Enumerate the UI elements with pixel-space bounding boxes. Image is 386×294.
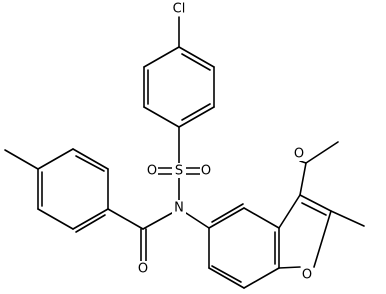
bond-line bbox=[301, 202, 327, 216]
bond-line bbox=[305, 141, 339, 164]
bond-line bbox=[143, 46, 180, 68]
atom-o-amide: O bbox=[137, 261, 149, 277]
bond-line bbox=[178, 46, 215, 68]
atom-o-amide-label: O bbox=[138, 262, 148, 277]
atom-o-sulfonyl-right: O bbox=[200, 163, 212, 179]
bond-line bbox=[4, 149, 39, 170]
bond-line bbox=[330, 210, 365, 227]
bond-line bbox=[299, 160, 307, 164]
bond-line bbox=[243, 207, 280, 229]
atom-o-furan: O bbox=[301, 267, 313, 283]
bond-line bbox=[211, 203, 244, 223]
atom-cl-label: Cl bbox=[173, 2, 186, 17]
atom-o-acetyl: O bbox=[293, 146, 305, 162]
bond-line bbox=[142, 212, 173, 230]
atom-o-sulfonyl-left: O bbox=[146, 163, 158, 179]
atom-label-layer: Cl S O O N O O O bbox=[137, 1, 313, 283]
atom-o-sulfonyl-right-label: O bbox=[201, 164, 211, 179]
bond-line bbox=[72, 148, 109, 170]
bond-line bbox=[211, 265, 242, 283]
atom-n: N bbox=[172, 200, 186, 216]
bond-line bbox=[208, 267, 245, 289]
bond-line bbox=[178, 106, 215, 128]
bond-line bbox=[143, 106, 180, 128]
bond-line bbox=[37, 208, 74, 230]
atom-s: S bbox=[172, 163, 186, 179]
bond-line bbox=[299, 194, 332, 212]
bond-line bbox=[75, 214, 106, 233]
bond-line bbox=[278, 266, 301, 269]
bond-line bbox=[313, 210, 332, 268]
bond-line bbox=[208, 207, 245, 229]
atom-o-sulfonyl-left-label: O bbox=[147, 164, 157, 179]
atom-cl: Cl bbox=[170, 1, 188, 17]
bond-line bbox=[278, 194, 301, 229]
bond-line bbox=[181, 103, 211, 121]
bond-line bbox=[185, 212, 210, 229]
atom-o-furan-label: O bbox=[302, 268, 312, 283]
bond-line bbox=[37, 148, 74, 170]
atom-n-label: N bbox=[174, 201, 184, 216]
atom-o-acetyl-label: O bbox=[294, 147, 304, 162]
bond-line bbox=[243, 267, 280, 289]
bond-layer bbox=[4, 16, 365, 289]
bond-line bbox=[299, 162, 307, 196]
bond-line bbox=[75, 155, 105, 172]
bond-line bbox=[72, 208, 109, 230]
bond-line bbox=[107, 208, 144, 230]
atom-s-label: S bbox=[175, 164, 183, 179]
bond-line bbox=[181, 53, 211, 71]
